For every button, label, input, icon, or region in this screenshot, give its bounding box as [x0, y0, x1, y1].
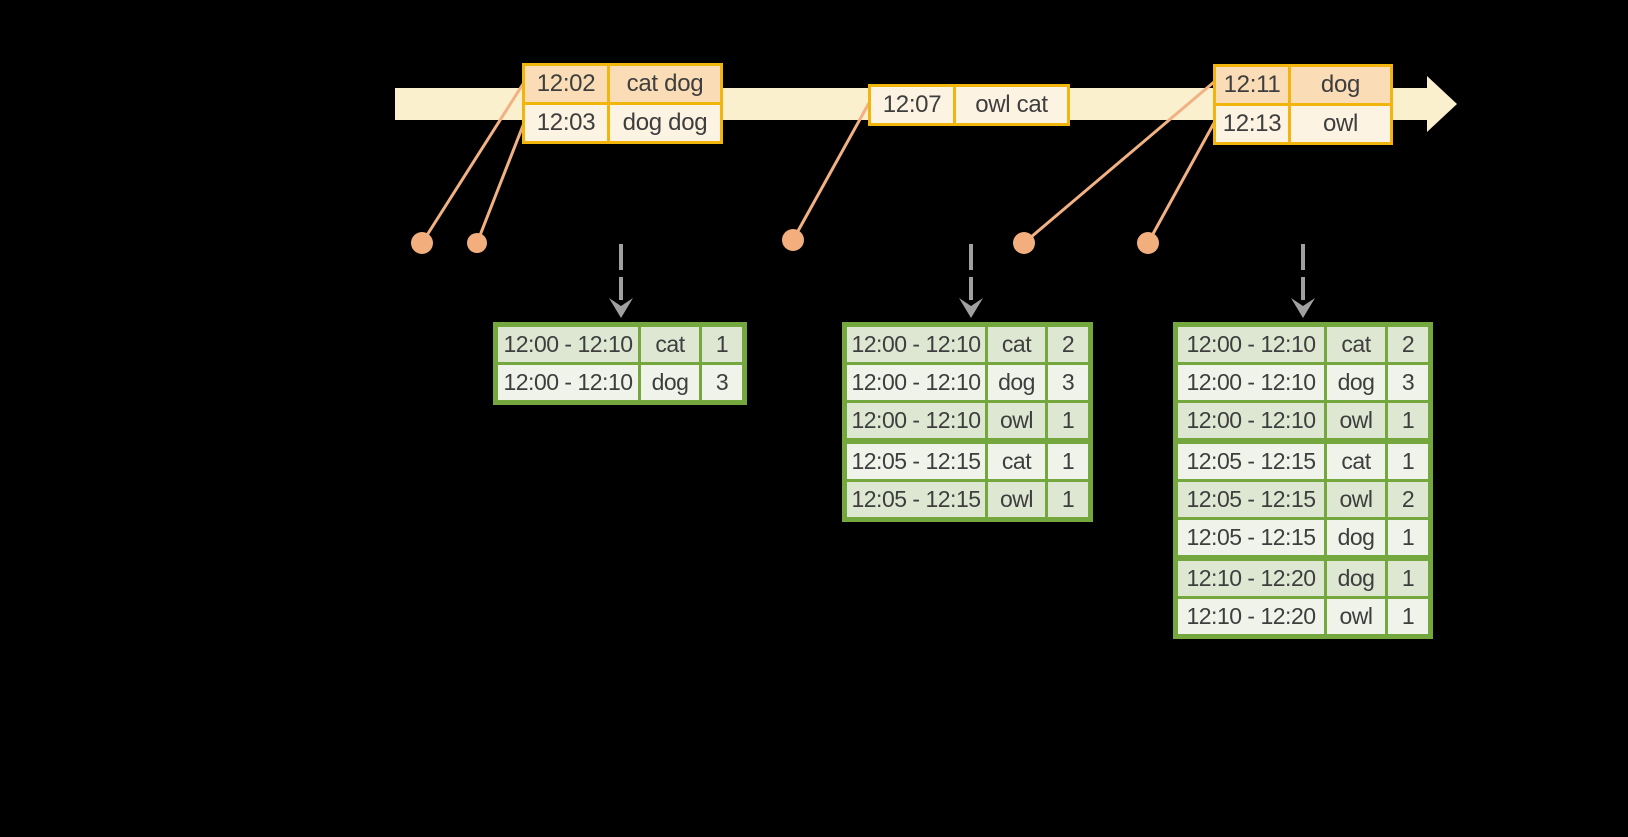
window-cell: 12:00 - 12:10: [1178, 403, 1324, 438]
leader-line: [1023, 80, 1215, 245]
count-cell: 3: [1048, 365, 1088, 400]
word-cell: dog: [988, 365, 1045, 400]
leader-line: [420, 83, 525, 244]
event-dot: [782, 229, 804, 251]
event-words-cell: dog: [1291, 67, 1390, 103]
window-cell: 12:00 - 12:10: [847, 403, 985, 438]
window-cell: 12:05 - 12:15: [1178, 444, 1324, 479]
word-cell: cat: [1327, 327, 1385, 362]
word-cell: owl: [1327, 599, 1385, 634]
event-words-cell: owl: [1291, 106, 1390, 142]
window-cell: 12:10 - 12:20: [1178, 561, 1324, 596]
window-cell: 12:05 - 12:15: [1178, 482, 1324, 517]
count-cell: 1: [702, 327, 742, 362]
count-cell: 2: [1388, 327, 1428, 362]
event-dot: [1013, 232, 1035, 254]
event-words-cell: owl cat: [956, 87, 1067, 123]
word-cell: cat: [988, 327, 1045, 362]
event-dot: [467, 233, 487, 253]
word-cell: dog: [1327, 520, 1385, 555]
dashed-arrowhead-icon: [959, 298, 983, 318]
window-cell: 12:00 - 12:10: [498, 365, 638, 400]
count-cell: 2: [1388, 482, 1428, 517]
leader-line: [1146, 122, 1216, 244]
event-time-cell: 12:03: [525, 105, 607, 141]
window-cell: 12:05 - 12:15: [1178, 520, 1324, 555]
event-words-cell: cat dog: [610, 66, 720, 102]
count-cell: 1: [1388, 599, 1428, 634]
leader-line: [791, 102, 871, 241]
window-cell: 12:00 - 12:10: [498, 327, 638, 362]
event-time-cell: 12:02: [525, 66, 607, 102]
dashed-arrowhead-icon: [609, 298, 633, 318]
word-cell: dog: [1327, 561, 1385, 596]
event-time-cell: 12:11: [1216, 67, 1288, 103]
dashed-arrowhead-icon: [1291, 298, 1315, 318]
word-cell: owl: [1327, 482, 1385, 517]
event-dot: [1137, 232, 1159, 254]
window-cell: 12:05 - 12:15: [847, 444, 985, 479]
window-cell: 12:00 - 12:10: [847, 365, 985, 400]
leader-line: [475, 122, 526, 244]
count-cell: 1: [1388, 561, 1428, 596]
count-cell: 1: [1048, 444, 1088, 479]
window-cell: 12:10 - 12:20: [1178, 599, 1324, 634]
word-cell: cat: [1327, 444, 1385, 479]
window-cell: 12:00 - 12:10: [1178, 327, 1324, 362]
count-cell: 3: [1388, 365, 1428, 400]
count-cell: 3: [702, 365, 742, 400]
timeline-arrowhead-icon: [1427, 76, 1457, 132]
count-cell: 1: [1388, 403, 1428, 438]
word-cell: cat: [988, 444, 1045, 479]
event-words-cell: dog dog: [610, 105, 720, 141]
word-cell: dog: [1327, 365, 1385, 400]
word-cell: owl: [988, 482, 1045, 517]
window-cell: 12:00 - 12:10: [847, 327, 985, 362]
word-cell: dog: [641, 365, 699, 400]
event-time-cell: 12:07: [871, 87, 953, 123]
word-cell: cat: [641, 327, 699, 362]
count-cell: 1: [1388, 520, 1428, 555]
count-cell: 1: [1388, 444, 1428, 479]
count-cell: 1: [1048, 482, 1088, 517]
window-cell: 12:00 - 12:10: [1178, 365, 1324, 400]
window-cell: 12:05 - 12:15: [847, 482, 985, 517]
word-cell: owl: [1327, 403, 1385, 438]
word-cell: owl: [988, 403, 1045, 438]
count-cell: 2: [1048, 327, 1088, 362]
event-dot: [411, 232, 433, 254]
count-cell: 1: [1048, 403, 1088, 438]
event-time-cell: 12:13: [1216, 106, 1288, 142]
